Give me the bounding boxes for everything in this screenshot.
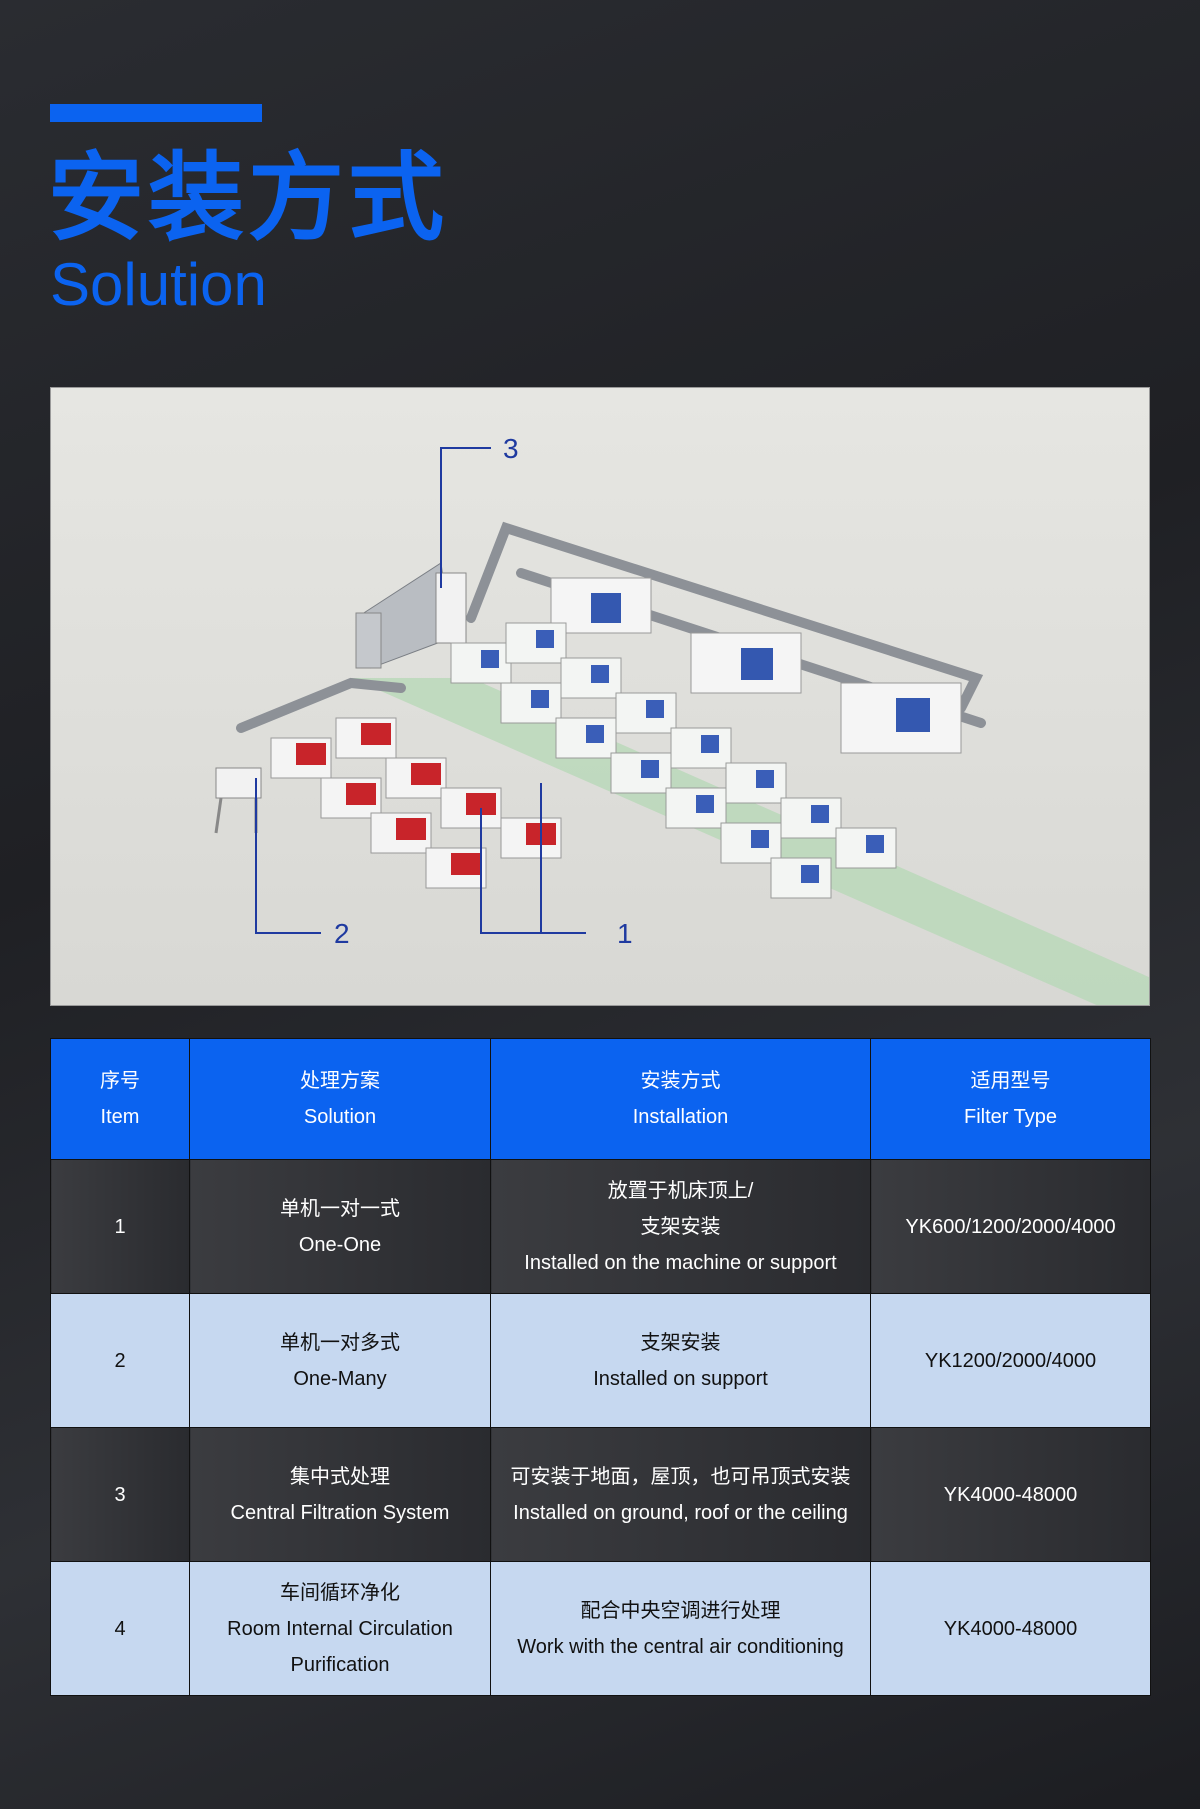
machine-cluster-green-screens: [481, 630, 884, 883]
machine-cluster-green: [450, 622, 897, 899]
callout-lines: [255, 447, 586, 934]
cell-filter-type: YK4000-48000: [870, 1561, 1151, 1696]
cell-item: 2: [50, 1293, 190, 1428]
page-subtitle: Solution: [50, 251, 267, 318]
central-filter-unit: [355, 562, 467, 669]
accent-bar: [50, 104, 262, 122]
callout-label-2: 2: [334, 918, 350, 949]
cell-item: 4: [50, 1561, 190, 1696]
callout-label-3: 3: [503, 433, 519, 464]
cell-filter-type: YK1200/2000/4000: [870, 1293, 1151, 1428]
cell-item: 3: [50, 1427, 190, 1562]
machine-cluster-large: [550, 577, 962, 754]
cell-filter-type: YK4000-48000: [870, 1427, 1151, 1562]
page-title: 安装方式: [48, 142, 448, 254]
installation-diagram: 3 2 1: [50, 387, 1150, 1006]
cell-filter-type: YK600/1200/2000/4000: [870, 1159, 1151, 1294]
callout-label-1: 1: [617, 918, 633, 949]
factory-layout-illustration: 3 2 1: [51, 388, 1149, 1005]
machine-cluster-red-panels: [296, 723, 556, 875]
cell-item: 1: [50, 1159, 190, 1294]
